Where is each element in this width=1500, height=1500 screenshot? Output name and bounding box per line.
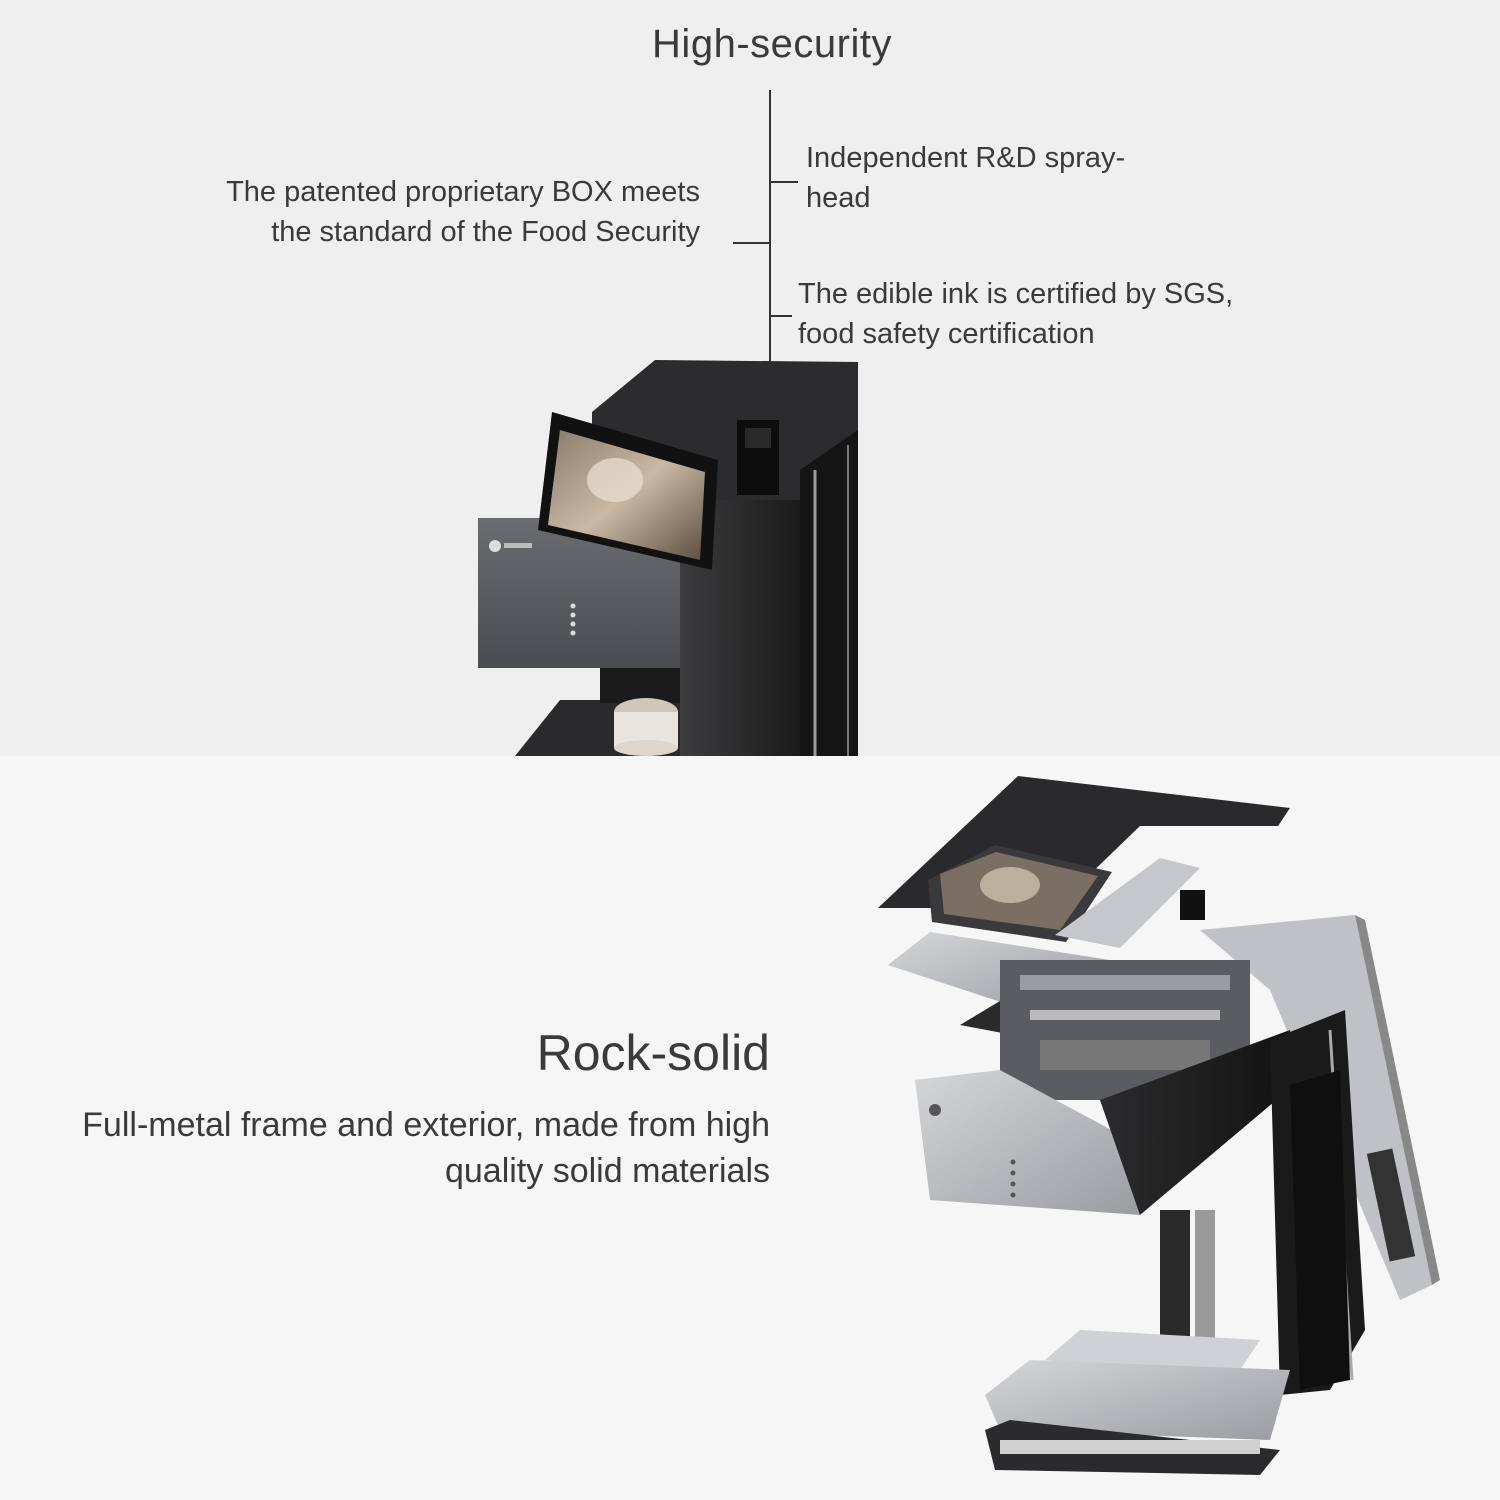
brand-logo-icon: [489, 540, 501, 552]
section-title-rock-solid: Rock-solid: [536, 1025, 770, 1081]
callout-box-standard: The patented proprietary BOX meets the s…: [226, 176, 700, 248]
callout-spray-head: Independent R&D spray-head: [806, 142, 1126, 214]
rock-solid-description: Full-metal frame and exterior, made from…: [82, 1106, 770, 1190]
machine-side: [800, 430, 858, 756]
section-title-high-security: High-security: [652, 22, 892, 66]
coffee-printer-assembled-image: [478, 90, 858, 756]
callout-edible-ink: The edible ink is certified by SGS, food…: [798, 278, 1234, 350]
machine-front-panel: [478, 518, 680, 668]
